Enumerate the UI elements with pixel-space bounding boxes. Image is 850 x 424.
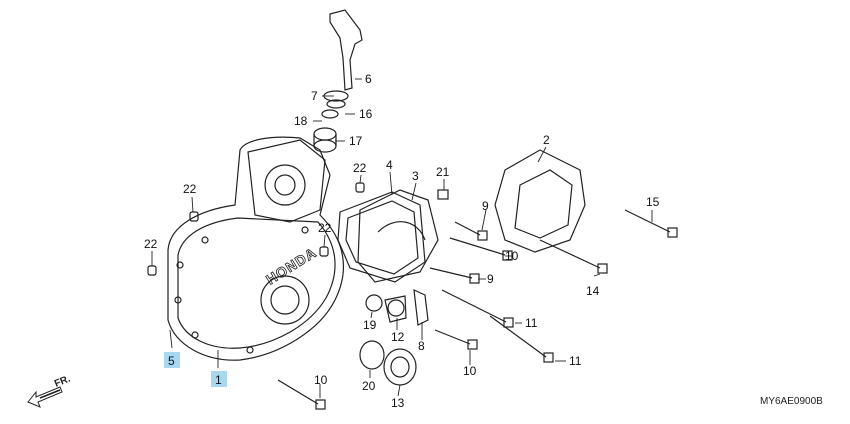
callout-12: 12 [391,330,405,344]
front-direction-arrow-icon [27,386,63,408]
callout-11-upper: 11 [525,316,538,330]
callout-14: 14 [586,284,600,298]
callout-22-a: 22 [183,182,197,196]
callout-22-c: 22 [353,161,367,175]
callout-22-b: 22 [144,237,158,251]
diagram-reference-code: MY6AE0900B [760,396,823,407]
left-crankcase-cover: HONDA [167,136,344,361]
callout-1: 1 [215,373,222,387]
callout-1-highlight [211,371,227,387]
plugs-and-seals [359,289,429,386]
leader-lines [151,78,653,398]
callout-10-bottom: 10 [314,373,328,387]
inner-cover [357,189,439,283]
callout-10-right: 10 [505,249,519,263]
callout-15: 15 [646,195,660,209]
callout-19: 19 [363,318,377,332]
direction-label: FR. [53,373,72,389]
callout-16: 16 [359,107,373,121]
callout-3: 3 [412,169,419,183]
callout-5-highlight [164,352,180,368]
callout-9-lower: 9 [487,272,494,286]
callout-6: 6 [365,72,372,86]
callout-13: 13 [391,396,405,410]
callout-11-lower: 11 [569,354,582,368]
callout-4: 4 [386,158,393,172]
sprocket-cover [494,149,586,253]
callout-21: 21 [436,165,450,179]
callout-7: 7 [311,89,318,103]
shift-shaft-assembly [313,9,363,153]
bolts [277,189,678,410]
cover-gasket [337,191,426,283]
honda-brand-mark: HONDA [263,244,319,287]
callout-20: 20 [362,379,376,393]
callout-17: 17 [349,134,363,148]
callout-10-lower: 10 [463,364,477,378]
callout-2: 2 [543,133,550,147]
callout-8: 8 [418,339,425,353]
callout-18: 18 [294,114,308,128]
callout-5: 5 [168,354,175,368]
callout-9-upper: 9 [482,199,489,213]
callout-22-d: 22 [318,221,332,235]
